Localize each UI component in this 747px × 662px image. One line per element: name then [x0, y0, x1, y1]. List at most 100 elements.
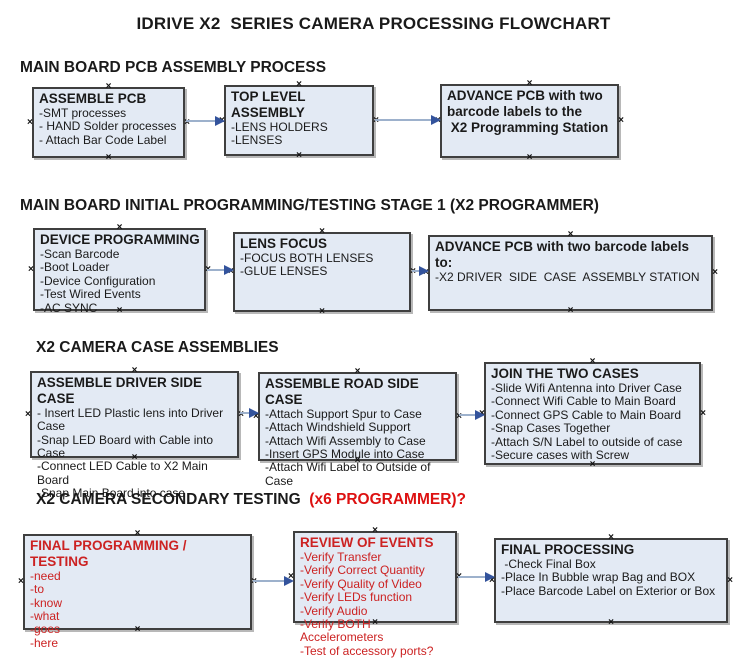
anchor-icon: × [456, 410, 462, 422]
box-title: ASSEMBLE PCB [39, 91, 147, 106]
box-item: -what [30, 609, 60, 624]
anchor-icon: × [526, 152, 533, 163]
section-heading-pcb-assembly: MAIN BOARD PCB ASSEMBLY PROCESS [20, 59, 327, 76]
anchor-icon: × [25, 408, 31, 420]
box-item: -Verify Audio [300, 603, 368, 618]
flow-box-advance-pcb-programming-station: ADVANCE PCB with two barcode labels to t… [435, 79, 624, 163]
box-item: -Attach Windshield Support [265, 420, 411, 435]
box-title: FINAL PROGRAMMING / TESTING [30, 538, 191, 569]
box-item: -Verify Correct Quantity [300, 563, 425, 578]
flow-box-join-the-two-cases: JOIN THE TWO CASES -Slide Wifi Antenna i… [479, 357, 706, 470]
box-item: -Connect GPS Cable to Main Board [491, 407, 682, 422]
anchor-icon: × [727, 574, 733, 586]
flow-arrow-icon [412, 266, 429, 276]
box-item: -need [30, 568, 61, 583]
box-item: -Attach Wifi Assembly to Case [265, 433, 426, 448]
section-heading-red-part: (x6 PROGRAMMER)? [300, 491, 467, 508]
box-item: -know [30, 595, 63, 610]
flow-arrow-icon [459, 410, 485, 420]
box-item: -Connect Wifi Cable to Main Board [491, 394, 676, 409]
section-heading-initial-programming: MAIN BOARD INITIAL PROGRAMMING/TESTING S… [20, 197, 599, 214]
box-item: -Attach Support Spur to Case [265, 406, 422, 421]
box-title: LENS FOCUS [240, 236, 328, 251]
anchor-icon: × [567, 305, 574, 316]
anchor-icon: × [410, 266, 416, 277]
box-item: -to [30, 582, 45, 597]
section-heading-black-part: X2 CAMERA SECONDARY TESTING [36, 491, 301, 508]
box-title: ADVANCE PCB with two barcode labels to: [435, 239, 693, 270]
box-item: - Attach Bar Code Label [39, 132, 167, 147]
flow-arrow-icon [253, 576, 294, 586]
anchor-icon: × [184, 116, 190, 128]
box-item: -Snap Cases Together [491, 421, 611, 436]
box-item: -here [30, 635, 59, 650]
anchor-icon: × [251, 576, 257, 587]
box-item: -Scan Barcode [40, 246, 120, 261]
flow-box-assemble-road-side-case: ASSEMBLE ROAD SIDE CASE -Attach Support … [253, 367, 462, 488]
box-item: -Test Wired Events [40, 287, 141, 302]
section-heading-case-assemblies: X2 CAMERA CASE ASSEMBLIES [36, 339, 279, 356]
box-item: -X2 DRIVER SIDE CASE ASSEMBLY STATION [435, 269, 700, 284]
section-heading-secondary-testing: X2 CAMERA SECONDARY TESTING (x6 PROGRAMM… [36, 491, 466, 509]
anchor-icon: × [296, 150, 302, 161]
flow-arrow-icon [458, 572, 495, 582]
box-item: - HAND Solder processes [39, 119, 177, 134]
box-item: -Snap LED Board with Cable into Case [37, 432, 217, 461]
anchor-icon: × [238, 408, 244, 420]
flow-box-assemble-pcb: ASSEMBLE PCB -SMT processes - HAND Solde… [27, 82, 190, 163]
box-title: FINAL PROCESSING [501, 542, 635, 557]
anchor-icon: × [712, 267, 718, 278]
flow-box-final-programming-testing: FINAL PROGRAMMING / TESTING -need -to -k… [18, 529, 257, 650]
box-item: -Device Configuration [40, 273, 156, 288]
flow-arrow-icon [186, 116, 225, 126]
box-title: ASSEMBLE ROAD SIDE CASE [265, 376, 423, 407]
box-item: -Place Barcode Label on Exterior or Box [501, 583, 716, 598]
anchor-icon: × [319, 306, 325, 317]
box-title: ADVANCE PCB with two barcode labels to t… [447, 88, 609, 135]
box-item: -LENSES [231, 133, 283, 148]
flow-box-review-of-events: REVIEW OF EVENTS -Verify Transfer -Verif… [288, 526, 462, 658]
anchor-icon: × [618, 115, 624, 126]
anchor-icon: × [608, 617, 614, 628]
box-item: -Check Final Box [501, 556, 596, 571]
box-item: -LENS HOLDERS [231, 119, 328, 134]
box-item: -Attach Wifi Label to Outside of Case [265, 460, 434, 488]
box-item: -goes [30, 622, 61, 637]
box-item: -GLUE LENSES [240, 264, 328, 279]
anchor-icon: × [28, 263, 34, 275]
box-title: JOIN THE TWO CASES [491, 366, 639, 381]
box-title: DEVICE PROGRAMMING [40, 232, 200, 247]
flow-box-top-level-assembly: TOP LEVEL ASSEMBLY -LENS HOLDERS -LENSES… [219, 80, 379, 161]
box-item: -Verify Quality of Video [300, 576, 422, 591]
box-item: -Test of accessory ports? [300, 643, 434, 658]
flow-box-advance-pcb-case-station: ADVANCE PCB with two barcode labels to: … [423, 230, 718, 316]
box-item: -Slide Wifi Antenna into Driver Case [491, 380, 682, 395]
flow-box-lens-focus: LENS FOCUS -FOCUS BOTH LENSES -GLUE LENS… [228, 227, 416, 317]
anchor-icon: × [18, 576, 24, 587]
box-item: -Connect LED Cable to X2 Main Board [37, 459, 212, 487]
box-item: -Insert GPS Module into Case [265, 447, 425, 462]
box-item: - Insert LED Plastic lens into Driver Ca… [37, 405, 227, 434]
flow-arrow-icon [207, 265, 234, 275]
box-item: -Verify LEDs function [300, 590, 413, 605]
flow-box-final-processing: FINAL PROCESSING -Check Final Box -Place… [489, 533, 733, 628]
flow-arrow-icon [375, 115, 441, 125]
flow-box-device-programming: DEVICE PROGRAMMING -Scan Barcode -Boot L… [28, 223, 211, 316]
box-item: -Snap Main Board into case [37, 486, 186, 501]
anchor-icon: × [700, 407, 706, 419]
box-item: -FOCUS BOTH LENSES [240, 250, 374, 265]
anchor-icon: × [27, 116, 33, 128]
box-item: -Attach S/N Label to outside of case [491, 434, 683, 449]
box-item: -AC SYNC [40, 300, 98, 315]
box-title: ASSEMBLE DRIVER SIDE CASE [37, 375, 206, 406]
box-item: -Secure cases with Screw [491, 447, 630, 462]
flow-arrow-icon [240, 408, 259, 418]
box-item: -Boot Loader [40, 260, 110, 275]
flow-box-assemble-driver-side-case: ASSEMBLE DRIVER SIDE CASE - Insert LED P… [25, 366, 244, 501]
box-item: -SMT processes [39, 105, 127, 120]
box-item: -Verify BOTH Accelerometers [300, 616, 384, 645]
box-title: REVIEW OF EVENTS [300, 535, 434, 550]
page-title: IDRIVE X2 SERIES CAMERA PROCESSING FLOWC… [136, 14, 611, 33]
box-title: TOP LEVEL ASSEMBLY [231, 89, 309, 120]
